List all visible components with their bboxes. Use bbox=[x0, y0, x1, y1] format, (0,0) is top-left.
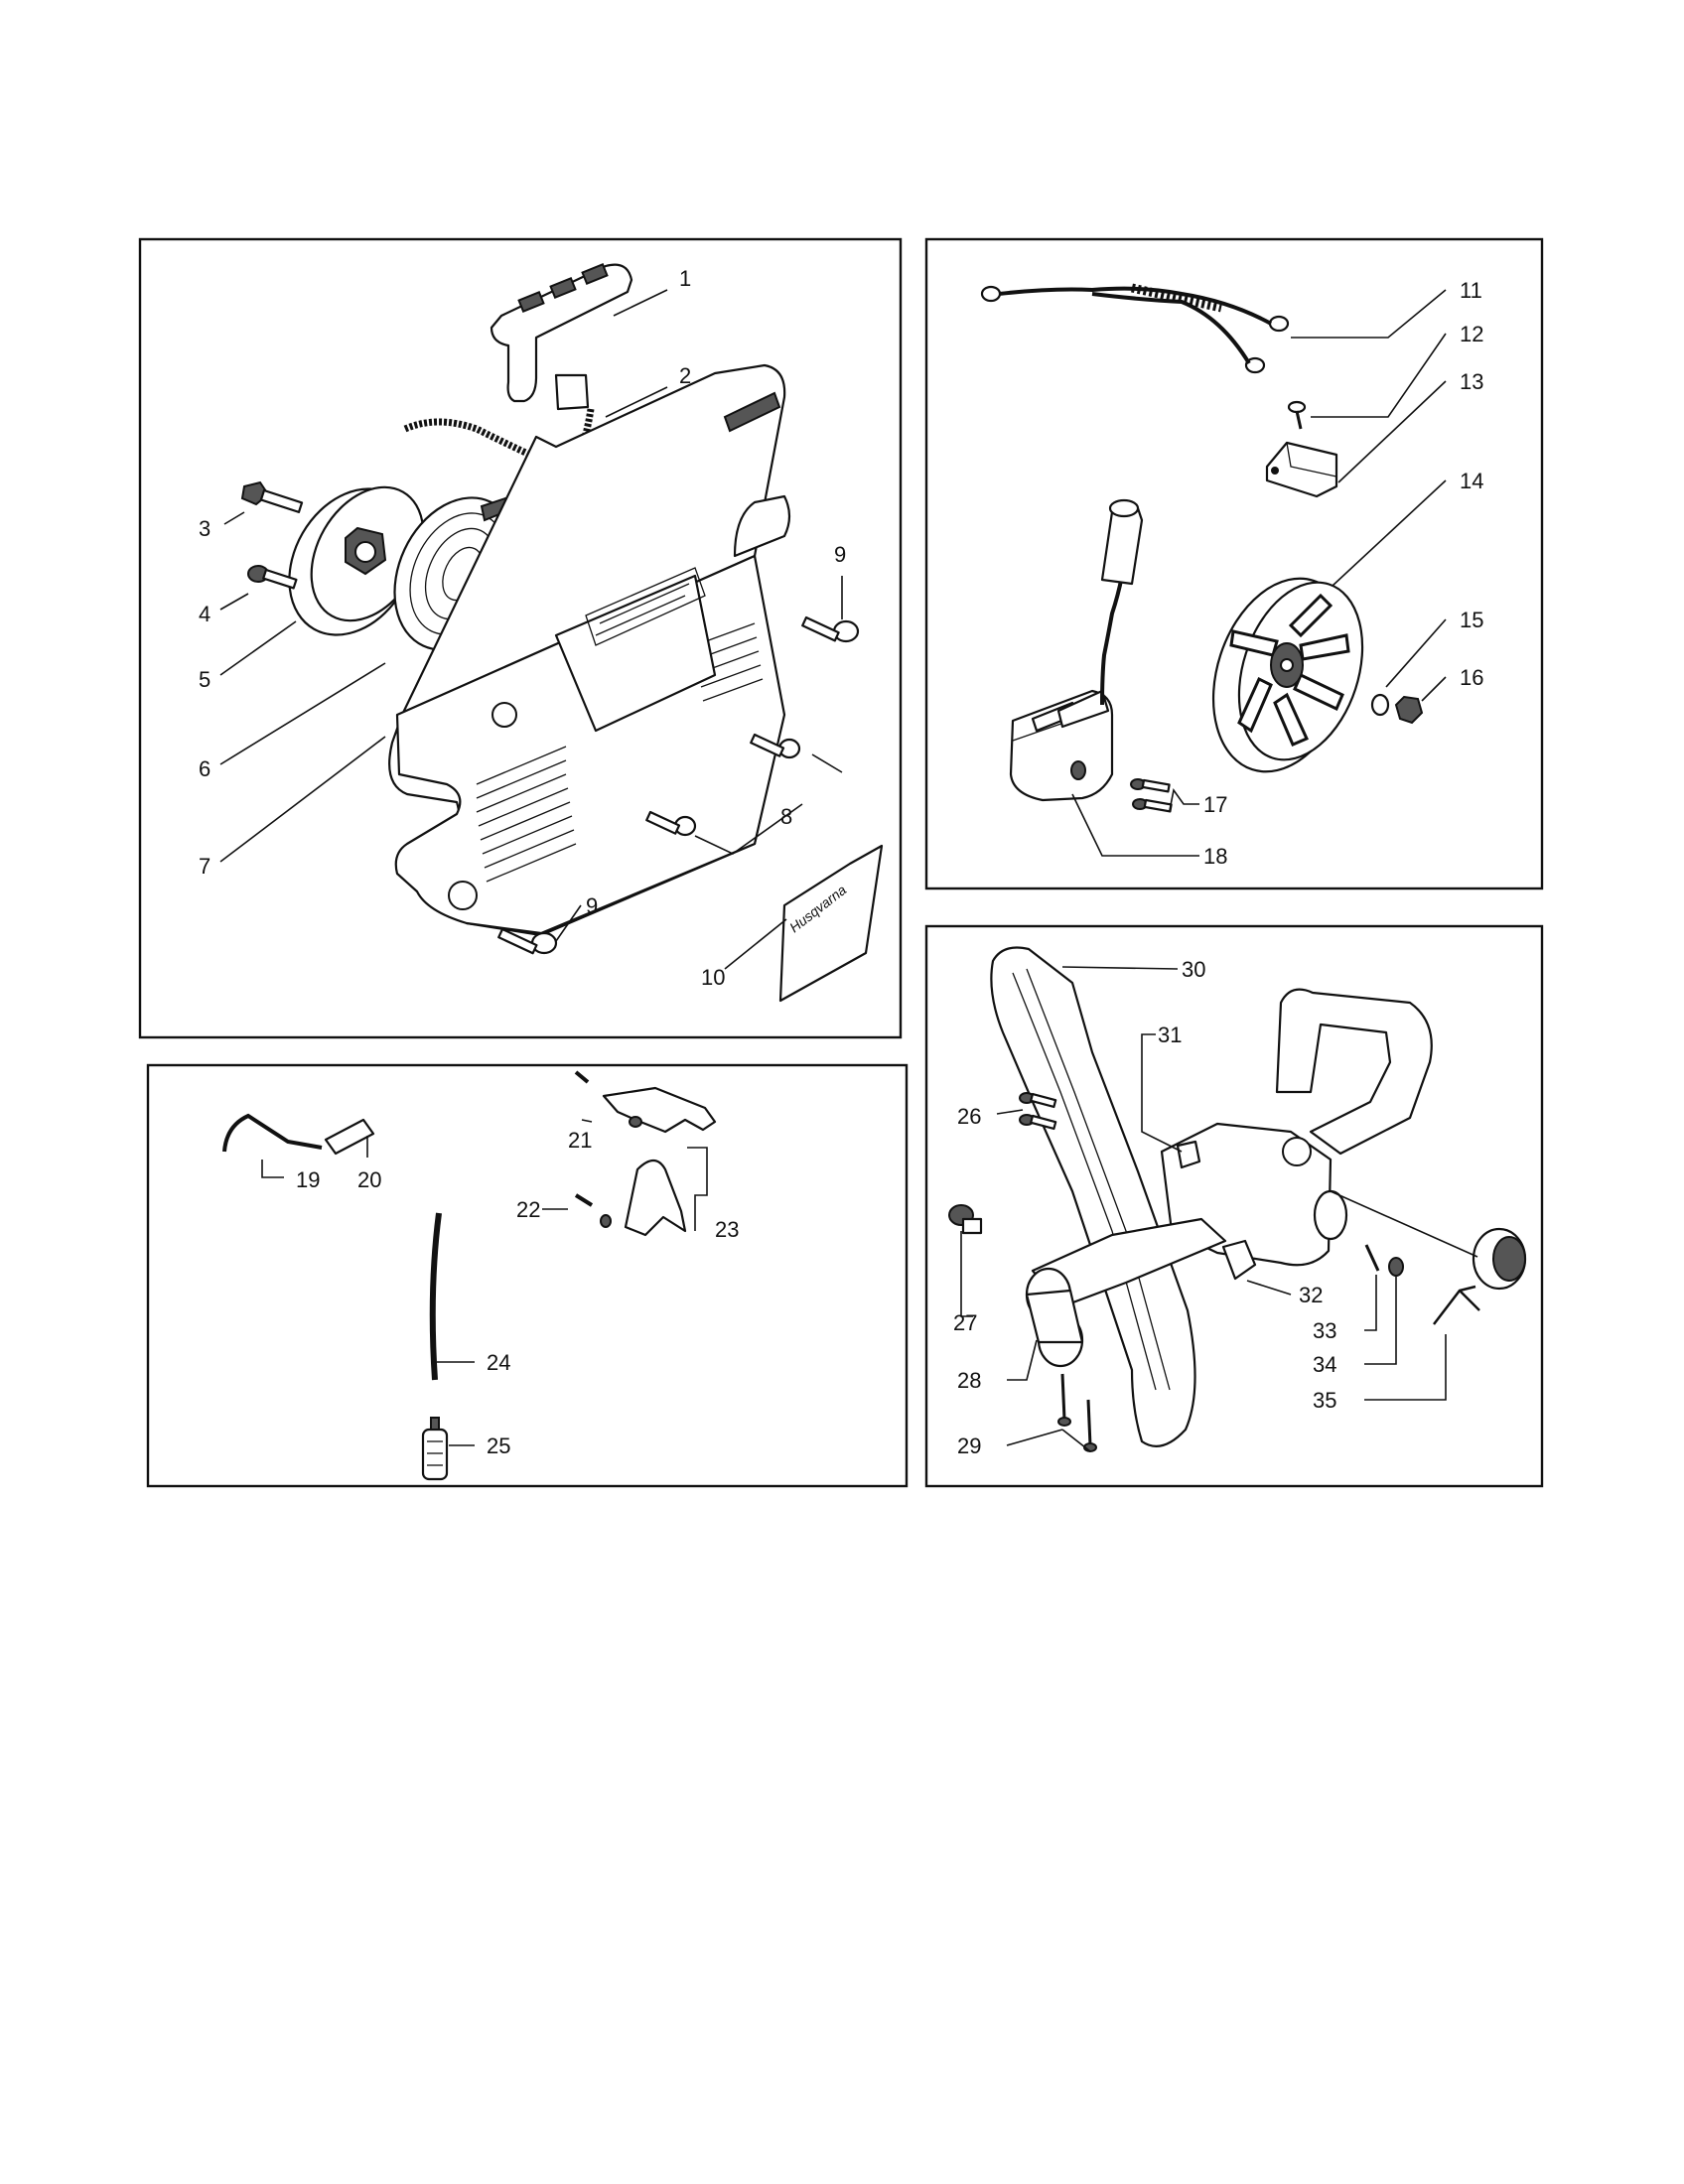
callout-23: 23 bbox=[715, 1217, 739, 1242]
callout-24: 24 bbox=[487, 1350, 510, 1375]
starter-handle-drawing bbox=[490, 263, 633, 411]
callout-17: 17 bbox=[1203, 792, 1227, 817]
callout-6: 6 bbox=[199, 756, 210, 781]
throttle-lockout-drawing bbox=[574, 1070, 717, 1134]
starter-rope-drawing bbox=[403, 408, 595, 472]
callout-30: 30 bbox=[1182, 957, 1205, 982]
handlebar-grip-lines bbox=[1012, 968, 1171, 1391]
callout-29: 29 bbox=[957, 1433, 981, 1458]
callout-16: 16 bbox=[1460, 665, 1483, 690]
wire-harness-drawing bbox=[980, 283, 1290, 374]
washer-34-drawing bbox=[1388, 1257, 1404, 1277]
callout-10: 10 bbox=[701, 965, 725, 990]
flywheel-nut-drawing bbox=[1394, 695, 1424, 725]
callout-31: 31 bbox=[1158, 1023, 1182, 1047]
callout-4: 4 bbox=[199, 602, 210, 626]
screw-33-drawing bbox=[1364, 1244, 1380, 1272]
panel-handle-frame bbox=[924, 924, 1544, 1488]
controls-leader-lines bbox=[261, 1119, 708, 1446]
screws-26-drawing bbox=[1019, 1092, 1057, 1131]
screw-9-bottom-drawing bbox=[497, 927, 558, 955]
screw-8-right-drawing bbox=[750, 733, 801, 759]
callout-18: 18 bbox=[1203, 844, 1227, 869]
callout-19: 19 bbox=[296, 1167, 320, 1192]
panel-ignition-frame bbox=[924, 237, 1544, 890]
ignition-module-drawing bbox=[1009, 498, 1144, 802]
flywheel-drawing bbox=[1211, 577, 1364, 773]
panel-starter: Husqvarna 1 2 3 4 5 6 7 8 9 9 10 bbox=[138, 237, 903, 1039]
choke-rod-drawing bbox=[222, 1113, 323, 1153]
callout-8: 8 bbox=[780, 804, 792, 829]
callout-22: 22 bbox=[516, 1197, 540, 1222]
callout-9-top: 9 bbox=[834, 542, 846, 567]
callout-12: 12 bbox=[1460, 322, 1483, 346]
callout-11: 11 bbox=[1460, 278, 1482, 303]
ignition-leader-lines bbox=[1071, 289, 1447, 857]
callout-3: 3 bbox=[199, 516, 210, 541]
throttle-trigger-drawing bbox=[574, 1159, 687, 1237]
callout-27: 27 bbox=[953, 1310, 977, 1335]
panel-starter-frame bbox=[138, 237, 903, 1039]
callout-1: 1 bbox=[679, 266, 691, 291]
bumper-31-drawing bbox=[1176, 1140, 1201, 1169]
callout-28: 28 bbox=[957, 1368, 981, 1393]
panel-controls: 19 20 21 22 23 24 25 bbox=[146, 1063, 909, 1488]
starter-leader-lines bbox=[219, 289, 843, 970]
callout-13: 13 bbox=[1460, 369, 1483, 394]
callout-35: 35 bbox=[1313, 1388, 1336, 1413]
callout-32: 32 bbox=[1299, 1283, 1323, 1307]
callout-7: 7 bbox=[199, 854, 210, 879]
callout-9-bottom: 9 bbox=[586, 893, 598, 918]
screw-9-top-drawing bbox=[801, 615, 860, 643]
screws-29-drawing bbox=[1057, 1373, 1097, 1452]
starter-cover-drawing bbox=[388, 363, 791, 937]
bumper-32-drawing bbox=[1221, 1239, 1257, 1281]
fuel-line-drawing bbox=[429, 1212, 442, 1381]
fuel-cap-drawing bbox=[1433, 1227, 1527, 1325]
rear-handle-housing-drawing bbox=[1025, 988, 1433, 1368]
callout-5: 5 bbox=[199, 667, 210, 692]
panel-controls-frame bbox=[146, 1063, 909, 1488]
panel-ignition: 11 12 13 14 15 16 17 18 bbox=[924, 237, 1544, 890]
plug-27-drawing bbox=[948, 1204, 983, 1235]
module-bracket-drawing bbox=[1265, 441, 1338, 498]
choke-knob-drawing bbox=[324, 1118, 375, 1156]
module-screws-drawing bbox=[1130, 778, 1173, 813]
fuel-filter-drawing bbox=[421, 1417, 449, 1481]
screw-8-center-drawing bbox=[645, 810, 697, 837]
callout-2: 2 bbox=[679, 363, 691, 388]
callout-34: 34 bbox=[1313, 1352, 1336, 1377]
front-handlebar-drawing bbox=[990, 946, 1196, 1447]
callout-21: 21 bbox=[568, 1128, 592, 1153]
callout-25: 25 bbox=[487, 1433, 510, 1458]
panel-handle: 26 27 28 29 30 31 32 33 34 35 bbox=[924, 924, 1544, 1488]
washer-drawing bbox=[1370, 693, 1390, 717]
decal-drawing: Husqvarna bbox=[778, 844, 884, 1003]
screw-12-drawing bbox=[1287, 400, 1307, 430]
callout-20: 20 bbox=[357, 1167, 381, 1192]
bolt-3-drawing bbox=[240, 480, 304, 513]
callout-26: 26 bbox=[957, 1104, 981, 1129]
callout-15: 15 bbox=[1460, 608, 1483, 632]
callout-33: 33 bbox=[1313, 1318, 1336, 1343]
callout-14: 14 bbox=[1460, 469, 1483, 493]
handle-leader-lines bbox=[960, 966, 1478, 1452]
screw-4-drawing bbox=[247, 565, 298, 590]
